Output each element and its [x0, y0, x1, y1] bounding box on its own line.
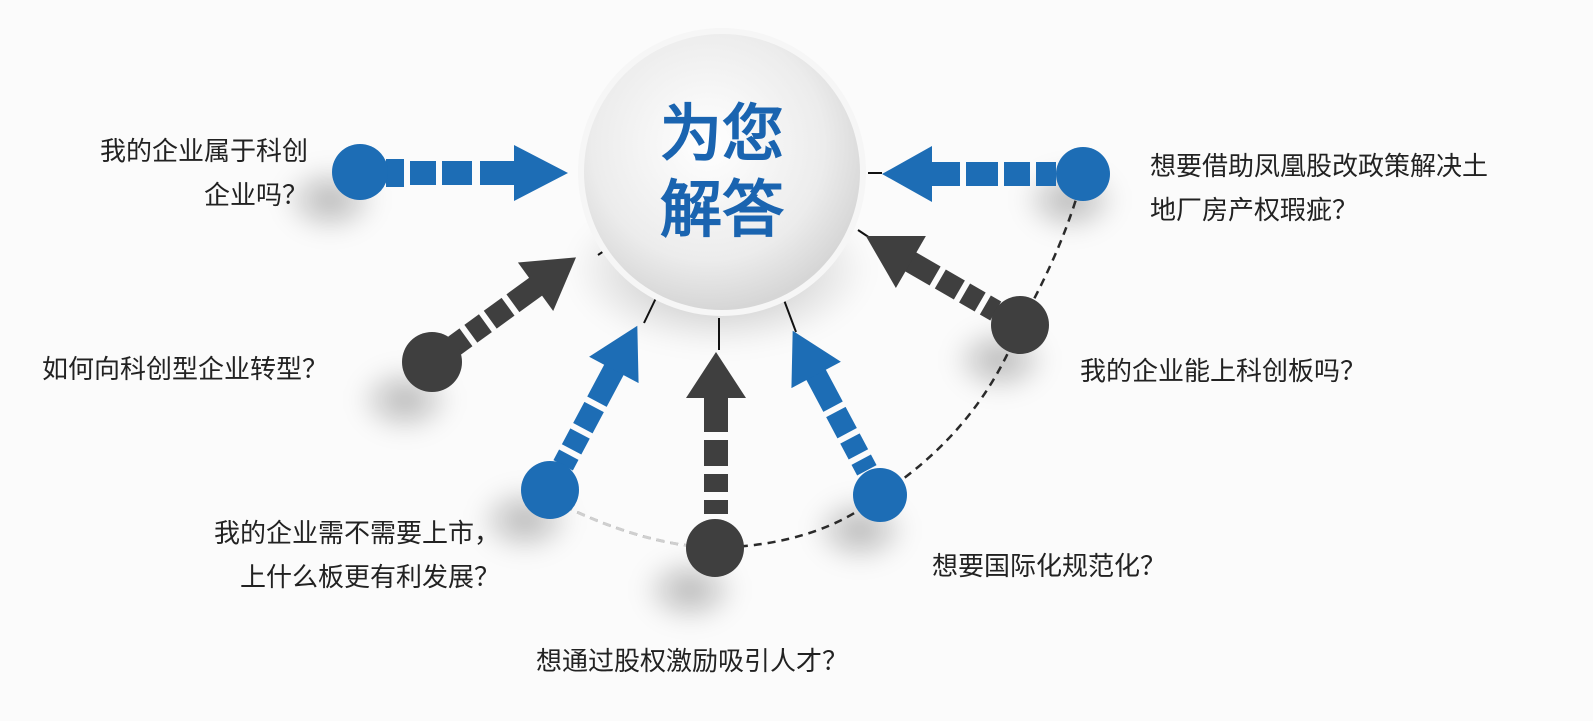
- question-q6-line1: 我的企业能上科创板吗？: [1080, 357, 1367, 387]
- node-q4: [686, 519, 744, 577]
- arrow-q4: [686, 352, 746, 514]
- question-q5: 想要国际化规范化？: [932, 545, 1166, 589]
- question-q3-line1: 我的企业需不需要上市，: [213, 519, 500, 549]
- question-q1-line1: 我的企业属于科创: [99, 137, 308, 167]
- question-q4-line1: 想通过股权激励吸引人才？: [536, 647, 849, 677]
- arrow-q1: [386, 145, 568, 201]
- arrow-q3: [553, 325, 639, 471]
- question-q5-line1: 想要国际化规范化？: [932, 552, 1167, 582]
- question-q2: 如何向科创型企业转型？: [42, 348, 328, 392]
- question-q7-line2: 地厂房产权瑕疵？: [1150, 196, 1359, 226]
- center-circle: [578, 28, 866, 316]
- question-q6: 我的企业能上科创板吗？: [1080, 350, 1366, 394]
- question-q1: 我的企业属于科创 企业吗？: [60, 130, 308, 218]
- node-q5: [853, 468, 907, 522]
- center-title: 为您 解答: [602, 96, 842, 248]
- question-q3: 我的企业需不需要上市， 上什么板更有利发展？: [150, 512, 500, 600]
- node-q7: [1056, 147, 1110, 201]
- center-title-line2: 解答: [659, 173, 784, 246]
- center-title-line1: 为您: [659, 97, 784, 170]
- node-q2: [402, 332, 462, 392]
- question-q7-line1: 想要借助凤凰股改政策解决土: [1150, 152, 1489, 182]
- question-q1-line2: 企业吗？: [203, 181, 308, 211]
- connector-arc-fade: [551, 498, 716, 550]
- question-q7: 想要借助凤凰股改政策解决土 地厂房产权瑕疵？: [1150, 145, 1488, 233]
- arrow-q7: [882, 146, 1056, 202]
- node-q3: [521, 461, 579, 519]
- question-q3-line2: 上什么板更有利发展？: [239, 563, 500, 593]
- arrow-q6: [865, 236, 1002, 321]
- question-q4: 想通过股权激励吸引人才？: [536, 640, 848, 684]
- node-q6: [991, 296, 1049, 354]
- node-q1: [332, 144, 388, 200]
- arrow-q5: [791, 330, 877, 476]
- question-q2-line1: 如何向科创型企业转型？: [42, 355, 329, 385]
- arrow-q2: [448, 257, 577, 355]
